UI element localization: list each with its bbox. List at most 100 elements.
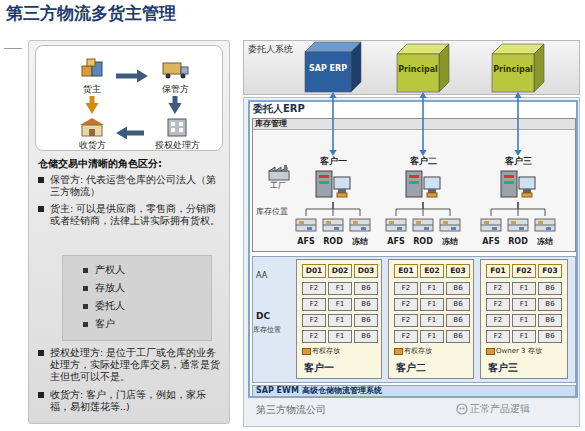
icon-part (82, 66, 92, 76)
icon-part (416, 221, 421, 224)
label-text: F02 (512, 264, 536, 278)
arrow-head (329, 150, 336, 156)
icon-part (386, 219, 406, 231)
icon-part (523, 189, 531, 193)
connector (423, 202, 450, 216)
icon-part (439, 44, 449, 92)
node-text: 客户二 (396, 362, 472, 375)
node-text: 有权存放 (404, 347, 472, 356)
arrow-head (514, 150, 521, 156)
icon-part (168, 119, 186, 136)
label-text: B6 (354, 330, 378, 343)
icon-part (409, 175, 419, 178)
icon-part (501, 171, 517, 197)
loc-box: ROD (505, 216, 531, 248)
icon-part (334, 227, 339, 230)
computer-icon (498, 169, 538, 199)
arrow-head (85, 103, 98, 114)
icon-part (484, 221, 489, 224)
icon-part (334, 177, 350, 189)
role-icon (163, 116, 191, 138)
icon-part (463, 408, 465, 410)
label-text: B6 (538, 298, 562, 311)
icon-part (413, 225, 433, 226)
connector (518, 202, 519, 216)
cust-box: 客户三 (493, 156, 543, 202)
role-icon (78, 58, 106, 80)
shelf-icon (322, 217, 344, 233)
cube-box: SAP ERP (305, 42, 361, 92)
loc-box: AFS (383, 216, 409, 248)
label-text: D02 (328, 264, 352, 278)
arrow-head (514, 92, 521, 98)
label-text: F03 (538, 264, 562, 278)
label-text: F1 (512, 282, 536, 295)
icon-part (406, 171, 422, 197)
label-text: 库存位置 (256, 207, 296, 216)
icon-part (534, 44, 544, 92)
connector-line (423, 202, 424, 216)
connector (116, 69, 148, 82)
icon-part (492, 227, 497, 230)
connector-line (116, 74, 140, 79)
bar-box: SAP EWM 高级仓储物流管理系统 (252, 385, 576, 397)
loc-box: AFS (478, 216, 504, 248)
node-text: 冻结 (529, 237, 561, 247)
icon-part (546, 227, 551, 230)
label-text: F1 (512, 330, 536, 343)
shelf-icon (385, 217, 407, 233)
loc-box: ROD (320, 216, 346, 248)
loc-box: 冻结 (437, 216, 463, 248)
node-text: 库存位置 (253, 326, 295, 335)
icon-part (350, 219, 370, 231)
connector-line (518, 202, 545, 216)
connector (116, 126, 144, 139)
icon-part (492, 54, 534, 92)
node-text: 客户三 (488, 156, 548, 167)
connector (423, 202, 424, 216)
cube-box: Principal (492, 44, 544, 92)
sub-box: 产权人存放人委托人客户 (62, 255, 212, 341)
label-text: B6 (538, 282, 562, 295)
arrow-head (419, 92, 426, 98)
icon-part (323, 225, 343, 226)
icon-part (166, 74, 171, 79)
connector (85, 96, 98, 114)
node-text: 委托人ERP (253, 103, 343, 116)
label-text: D01 (302, 264, 326, 278)
icon-part (316, 171, 332, 197)
connector-line (333, 202, 360, 216)
connector-line (423, 202, 450, 216)
connector (514, 92, 521, 156)
label-text: F2 (394, 282, 418, 295)
computer-icon (313, 169, 353, 199)
icon-part (337, 193, 347, 197)
shelf-icon (439, 217, 461, 233)
icon-part (80, 118, 104, 125)
node-text: ROD (407, 237, 439, 247)
computer-icon (403, 169, 443, 199)
cust-box: 客户二 (398, 156, 448, 202)
label-text: F1 (328, 282, 352, 295)
icon-part (179, 122, 183, 126)
icon-part (319, 181, 329, 184)
node-text: 保管方: 代表运营仓库的公司法人（第三方物流） (50, 174, 222, 198)
label-text: F2 (486, 314, 510, 327)
node-text: 客户 (95, 318, 205, 331)
node-text: Principal (492, 65, 534, 75)
connector-line (396, 202, 423, 216)
header-strip (253, 119, 575, 130)
loc-box: 冻结 (347, 216, 373, 248)
label-text: F1 (328, 314, 352, 327)
label-text: B6 (354, 298, 378, 311)
factory-icon (268, 165, 292, 181)
icon-part (440, 225, 460, 226)
label-text: F2 (394, 330, 418, 343)
icon-part (457, 404, 467, 414)
shelf-icon (349, 217, 371, 233)
node-text: ROD (502, 237, 534, 247)
connector-line (124, 131, 144, 136)
title-rule (4, 48, 22, 49)
role-icon (78, 116, 106, 138)
arrow-head (419, 150, 426, 156)
